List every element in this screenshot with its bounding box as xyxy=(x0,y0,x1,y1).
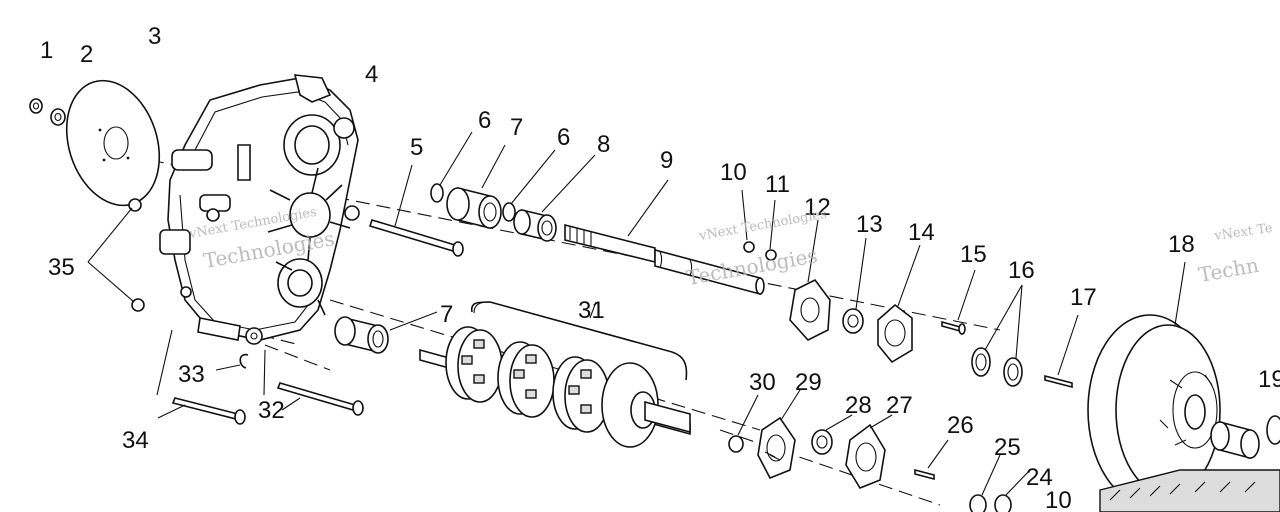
label-33: 33 xyxy=(178,361,205,388)
label-29: 29 xyxy=(795,369,822,396)
label-16: 16 xyxy=(1008,257,1035,284)
part-28-bearing xyxy=(811,414,853,455)
part-12-gasket xyxy=(789,219,831,341)
watermark-5: vNext Te xyxy=(1212,221,1273,244)
label-7b: 7 xyxy=(440,301,453,328)
part-3-cover-disc xyxy=(65,79,161,207)
label-14: 14 xyxy=(908,219,935,246)
part-8-bushing xyxy=(513,154,596,242)
part-10-nut xyxy=(741,189,755,253)
watermark-6: Techn xyxy=(1197,253,1261,287)
part-2-washer xyxy=(50,108,66,126)
label-11: 11 xyxy=(765,171,790,198)
label-18: 18 xyxy=(1168,231,1195,258)
part-27-flange xyxy=(845,414,893,489)
part-33-hook xyxy=(215,353,249,371)
part-31-drive-shaft xyxy=(419,301,691,448)
part-17-pin xyxy=(1044,314,1079,389)
part-6-oring-b xyxy=(502,149,556,222)
label-9: 9 xyxy=(660,147,673,174)
bracket-31 xyxy=(473,301,491,314)
label-31: 31 xyxy=(578,297,605,324)
part-13-seal xyxy=(842,237,867,334)
drive-belt xyxy=(1099,469,1280,512)
part-29-flange xyxy=(757,389,801,480)
label-3: 3 xyxy=(148,23,161,50)
part-6-oring-a xyxy=(430,131,473,203)
part-4-chaincase-housing xyxy=(159,74,360,345)
callout-labels: 1 2 3 4 5 6 7 6 8 9 10 11 12 13 14 15 16… xyxy=(40,23,1280,512)
part-9-shaft xyxy=(564,179,765,296)
part-16-washers xyxy=(971,284,1023,387)
label-27: 27 xyxy=(886,392,913,419)
part-14-gasket xyxy=(877,244,921,364)
part-15-bolt xyxy=(941,269,976,335)
label-28: 28 xyxy=(845,392,872,419)
label-13: 13 xyxy=(856,211,883,238)
label-24: 24 xyxy=(1026,464,1053,491)
label-6a: 6 xyxy=(478,107,491,134)
label-5: 5 xyxy=(410,134,423,161)
part-18-pulley xyxy=(1087,261,1221,506)
label-35: 35 xyxy=(48,254,75,281)
label-25: 25 xyxy=(994,434,1021,461)
sprocket-3 xyxy=(552,356,610,433)
part-7-bearing-upper xyxy=(446,144,506,230)
part-5-bolt xyxy=(368,164,464,257)
label-34: 34 xyxy=(122,427,149,454)
label-6b: 6 xyxy=(557,124,570,151)
label-4: 4 xyxy=(365,61,378,88)
watermark-3: vNext Technologies xyxy=(697,207,828,244)
label-12: 12 xyxy=(804,194,831,221)
label-7a: 7 xyxy=(510,114,523,141)
label-2: 2 xyxy=(80,41,93,68)
label-26: 26 xyxy=(947,412,974,439)
part-26-bolt xyxy=(914,439,949,481)
part-32-bolt xyxy=(263,349,364,416)
part-25-washer xyxy=(969,454,1001,512)
label-10b: 10 xyxy=(1045,487,1072,512)
label-15: 15 xyxy=(960,241,987,268)
sprocket-2 xyxy=(497,341,555,418)
part-30-nut xyxy=(728,394,759,453)
label-32: 32 xyxy=(258,397,285,424)
sprocket-1 xyxy=(445,326,503,403)
part-24-washer xyxy=(994,469,1031,512)
label-8: 8 xyxy=(597,131,610,158)
label-17: 17 xyxy=(1070,284,1097,311)
label-19: 19 xyxy=(1258,366,1280,393)
part-1-clip xyxy=(29,98,43,114)
part-7-bearing-lower xyxy=(334,311,438,354)
part-11-washer xyxy=(765,199,777,261)
label-30: 30 xyxy=(749,369,776,396)
label-10a: 10 xyxy=(720,159,747,186)
label-1: 1 xyxy=(40,37,53,64)
part-19-spacer xyxy=(1210,415,1280,460)
part-35-nuts xyxy=(87,198,145,312)
part-34-bolt xyxy=(156,329,246,425)
